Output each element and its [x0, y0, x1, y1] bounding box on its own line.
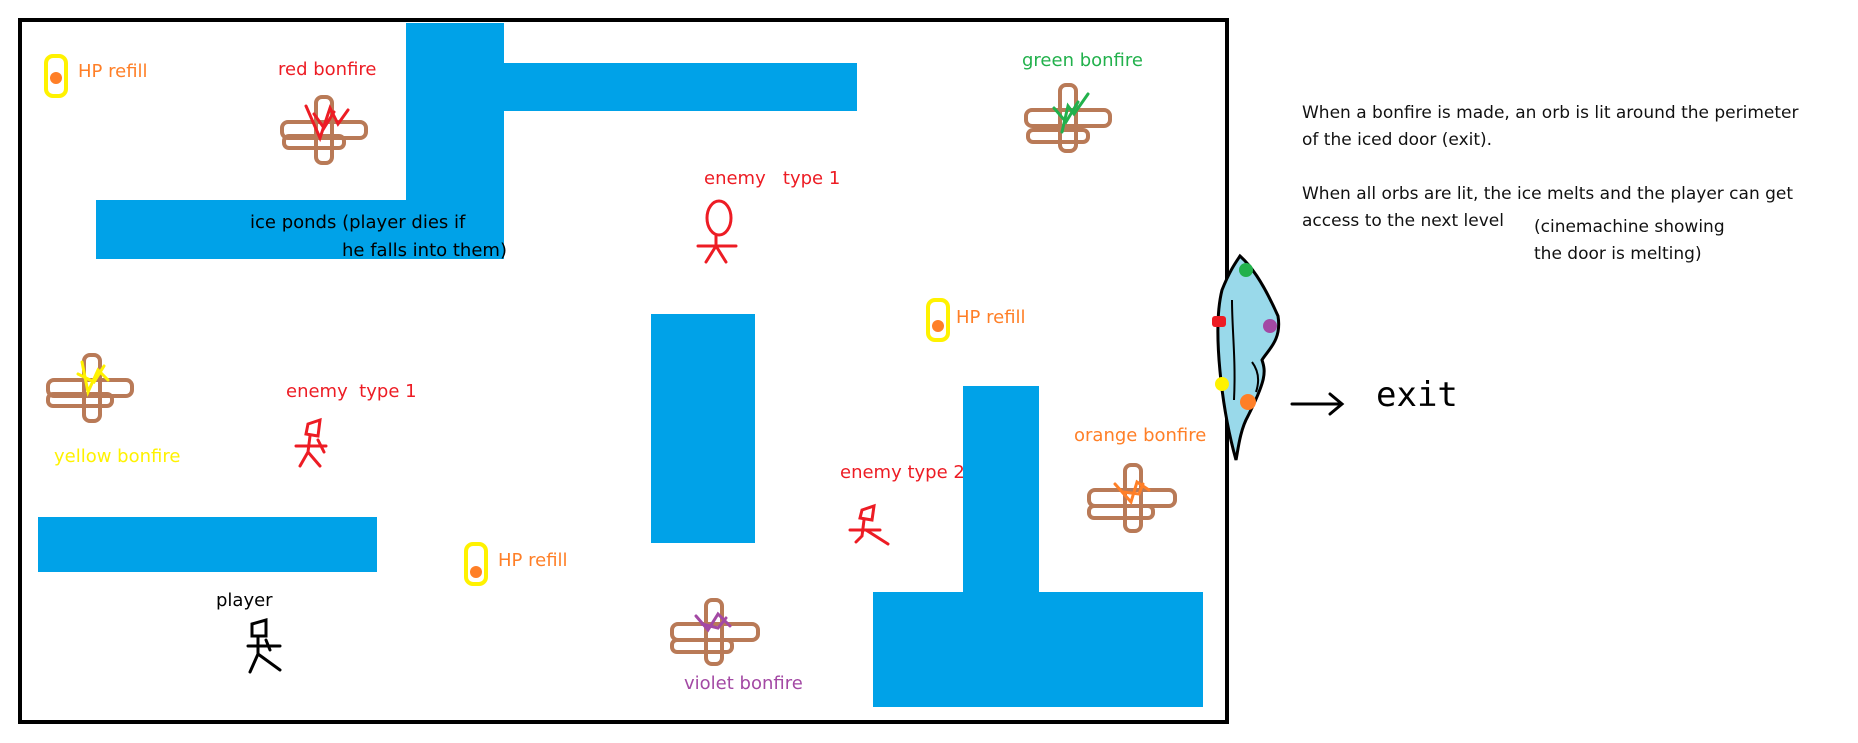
bonfire-green: [1024, 83, 1112, 153]
enemy-stick-figure-icon: [294, 417, 328, 468]
note-line: When all orbs are lit, the ice melts and…: [1302, 184, 1793, 204]
hp-refill-label: HP refill: [956, 307, 1026, 328]
enemy-type1-label: enemy type 1: [286, 381, 417, 402]
flame-icon: [304, 104, 350, 143]
arrow-right-icon: [1290, 392, 1345, 416]
bonfire-violet: [670, 598, 760, 666]
yellow-bonfire-label: yellow bonfire: [54, 446, 180, 467]
door-crack: [1231, 299, 1236, 401]
flame-icon: [1113, 479, 1151, 506]
hp-refill-label: HP refill: [498, 550, 568, 571]
ice-ponds-label: ice ponds (player dies if: [250, 212, 466, 233]
ice-pond: [504, 63, 857, 111]
bonfire-red: [280, 95, 368, 165]
enemy-type2-label: enemy type 2: [840, 462, 965, 483]
orange-bonfire-label: orange bonfire: [1074, 425, 1206, 446]
hp-refill-1: [44, 54, 68, 98]
hp-orb: [470, 566, 482, 578]
hp-refill-3: [464, 542, 488, 586]
flame-icon: [694, 611, 732, 633]
flame-icon: [1052, 92, 1090, 134]
bonfire-icon: [670, 598, 760, 666]
enemy-type1-a: [696, 199, 738, 264]
orb-orange: [1240, 394, 1256, 410]
ice-pond: [406, 23, 504, 259]
iced-door-icon: [1216, 253, 1281, 461]
hp-refill-icon: [926, 298, 950, 342]
enemy-type1-b: [294, 417, 328, 468]
red-bonfire-label: red bonfire: [278, 59, 377, 80]
hp-refill-2: [926, 298, 950, 342]
player-stick-figure-icon: [246, 618, 282, 674]
note-line: of the iced door (exit).: [1302, 130, 1492, 150]
hp-refill-icon: [44, 54, 68, 98]
violet-bonfire-label: violet bonfire: [684, 673, 803, 694]
cinemachine-note: the door is melting): [1534, 244, 1702, 264]
ice-ponds: [38, 23, 1203, 707]
bonfire-yellow: [46, 353, 134, 423]
enemy-type1-label: enemy type 1: [704, 168, 840, 189]
hp-orb: [932, 320, 944, 332]
orb-violet: [1263, 319, 1277, 333]
orb-yellow: [1215, 377, 1229, 391]
flame-icon: [76, 360, 110, 397]
ice-pond: [651, 314, 755, 543]
orb-red: [1212, 316, 1226, 327]
ice-ponds-label: he falls into them): [342, 240, 507, 261]
exit-label: exit: [1376, 375, 1458, 415]
iced-door: [1212, 253, 1281, 461]
ice-pond: [38, 517, 377, 572]
enemy-type2: [848, 503, 890, 546]
ice-pond: [963, 386, 1039, 593]
orb-green: [1239, 263, 1253, 277]
note-line: access to the next level: [1302, 211, 1504, 231]
player: [246, 618, 282, 674]
hp-refill-icon: [464, 542, 488, 586]
ice-pond: [96, 200, 406, 259]
enemy-stick-figure-icon: [696, 199, 738, 264]
ice-pond: [873, 592, 1203, 707]
hp-orb: [50, 72, 62, 84]
enemy-stick-figure-icon: [848, 503, 890, 546]
player-label: player: [216, 590, 273, 611]
green-bonfire-label: green bonfire: [1022, 50, 1143, 71]
door-crack: [1251, 361, 1260, 393]
bonfire-icon: [1087, 463, 1177, 533]
hp-refill-label: HP refill: [78, 61, 148, 82]
bonfire-orange: [1087, 463, 1177, 533]
note-line: When a bonfire is made, an orb is lit ar…: [1302, 103, 1798, 123]
cinemachine-note: (cinemachine showing: [1534, 217, 1725, 237]
